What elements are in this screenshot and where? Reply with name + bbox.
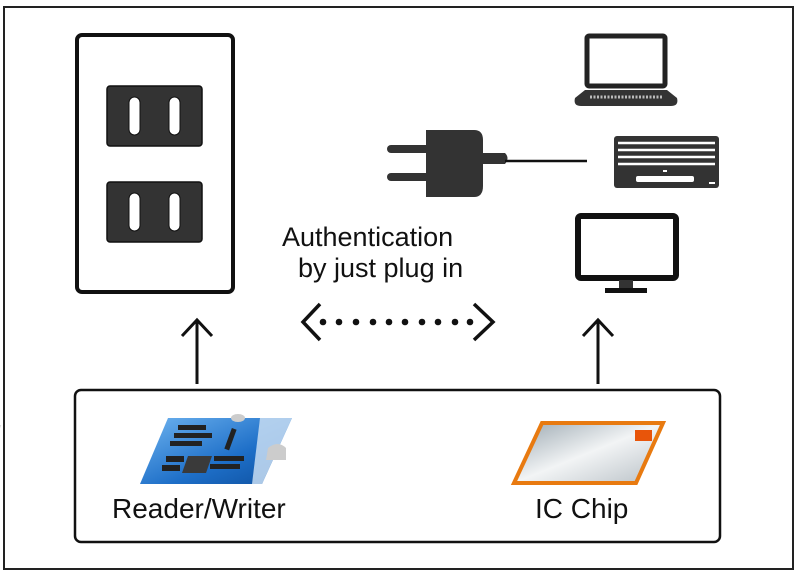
up-arrow-right (581, 317, 615, 384)
ic-card-icon (510, 421, 667, 485)
caption-line-2: by just plug in (298, 253, 464, 283)
laptop-icon (574, 33, 678, 106)
air-conditioner-icon (614, 136, 719, 188)
monitor-icon (575, 213, 679, 293)
reader-writer-board-icon (0, 414, 292, 484)
power-plug-icon (387, 130, 587, 197)
up-arrow-left (180, 317, 214, 384)
wall-outlet-icon (75, 33, 235, 294)
bidirectional-dotted-arrow (300, 302, 496, 342)
diagram-frame (3, 6, 794, 570)
reader-writer-label: Reader/Writer (112, 493, 286, 524)
ic-chip-label: IC Chip (535, 493, 629, 524)
caption-line-1: Authentication (282, 222, 454, 252)
